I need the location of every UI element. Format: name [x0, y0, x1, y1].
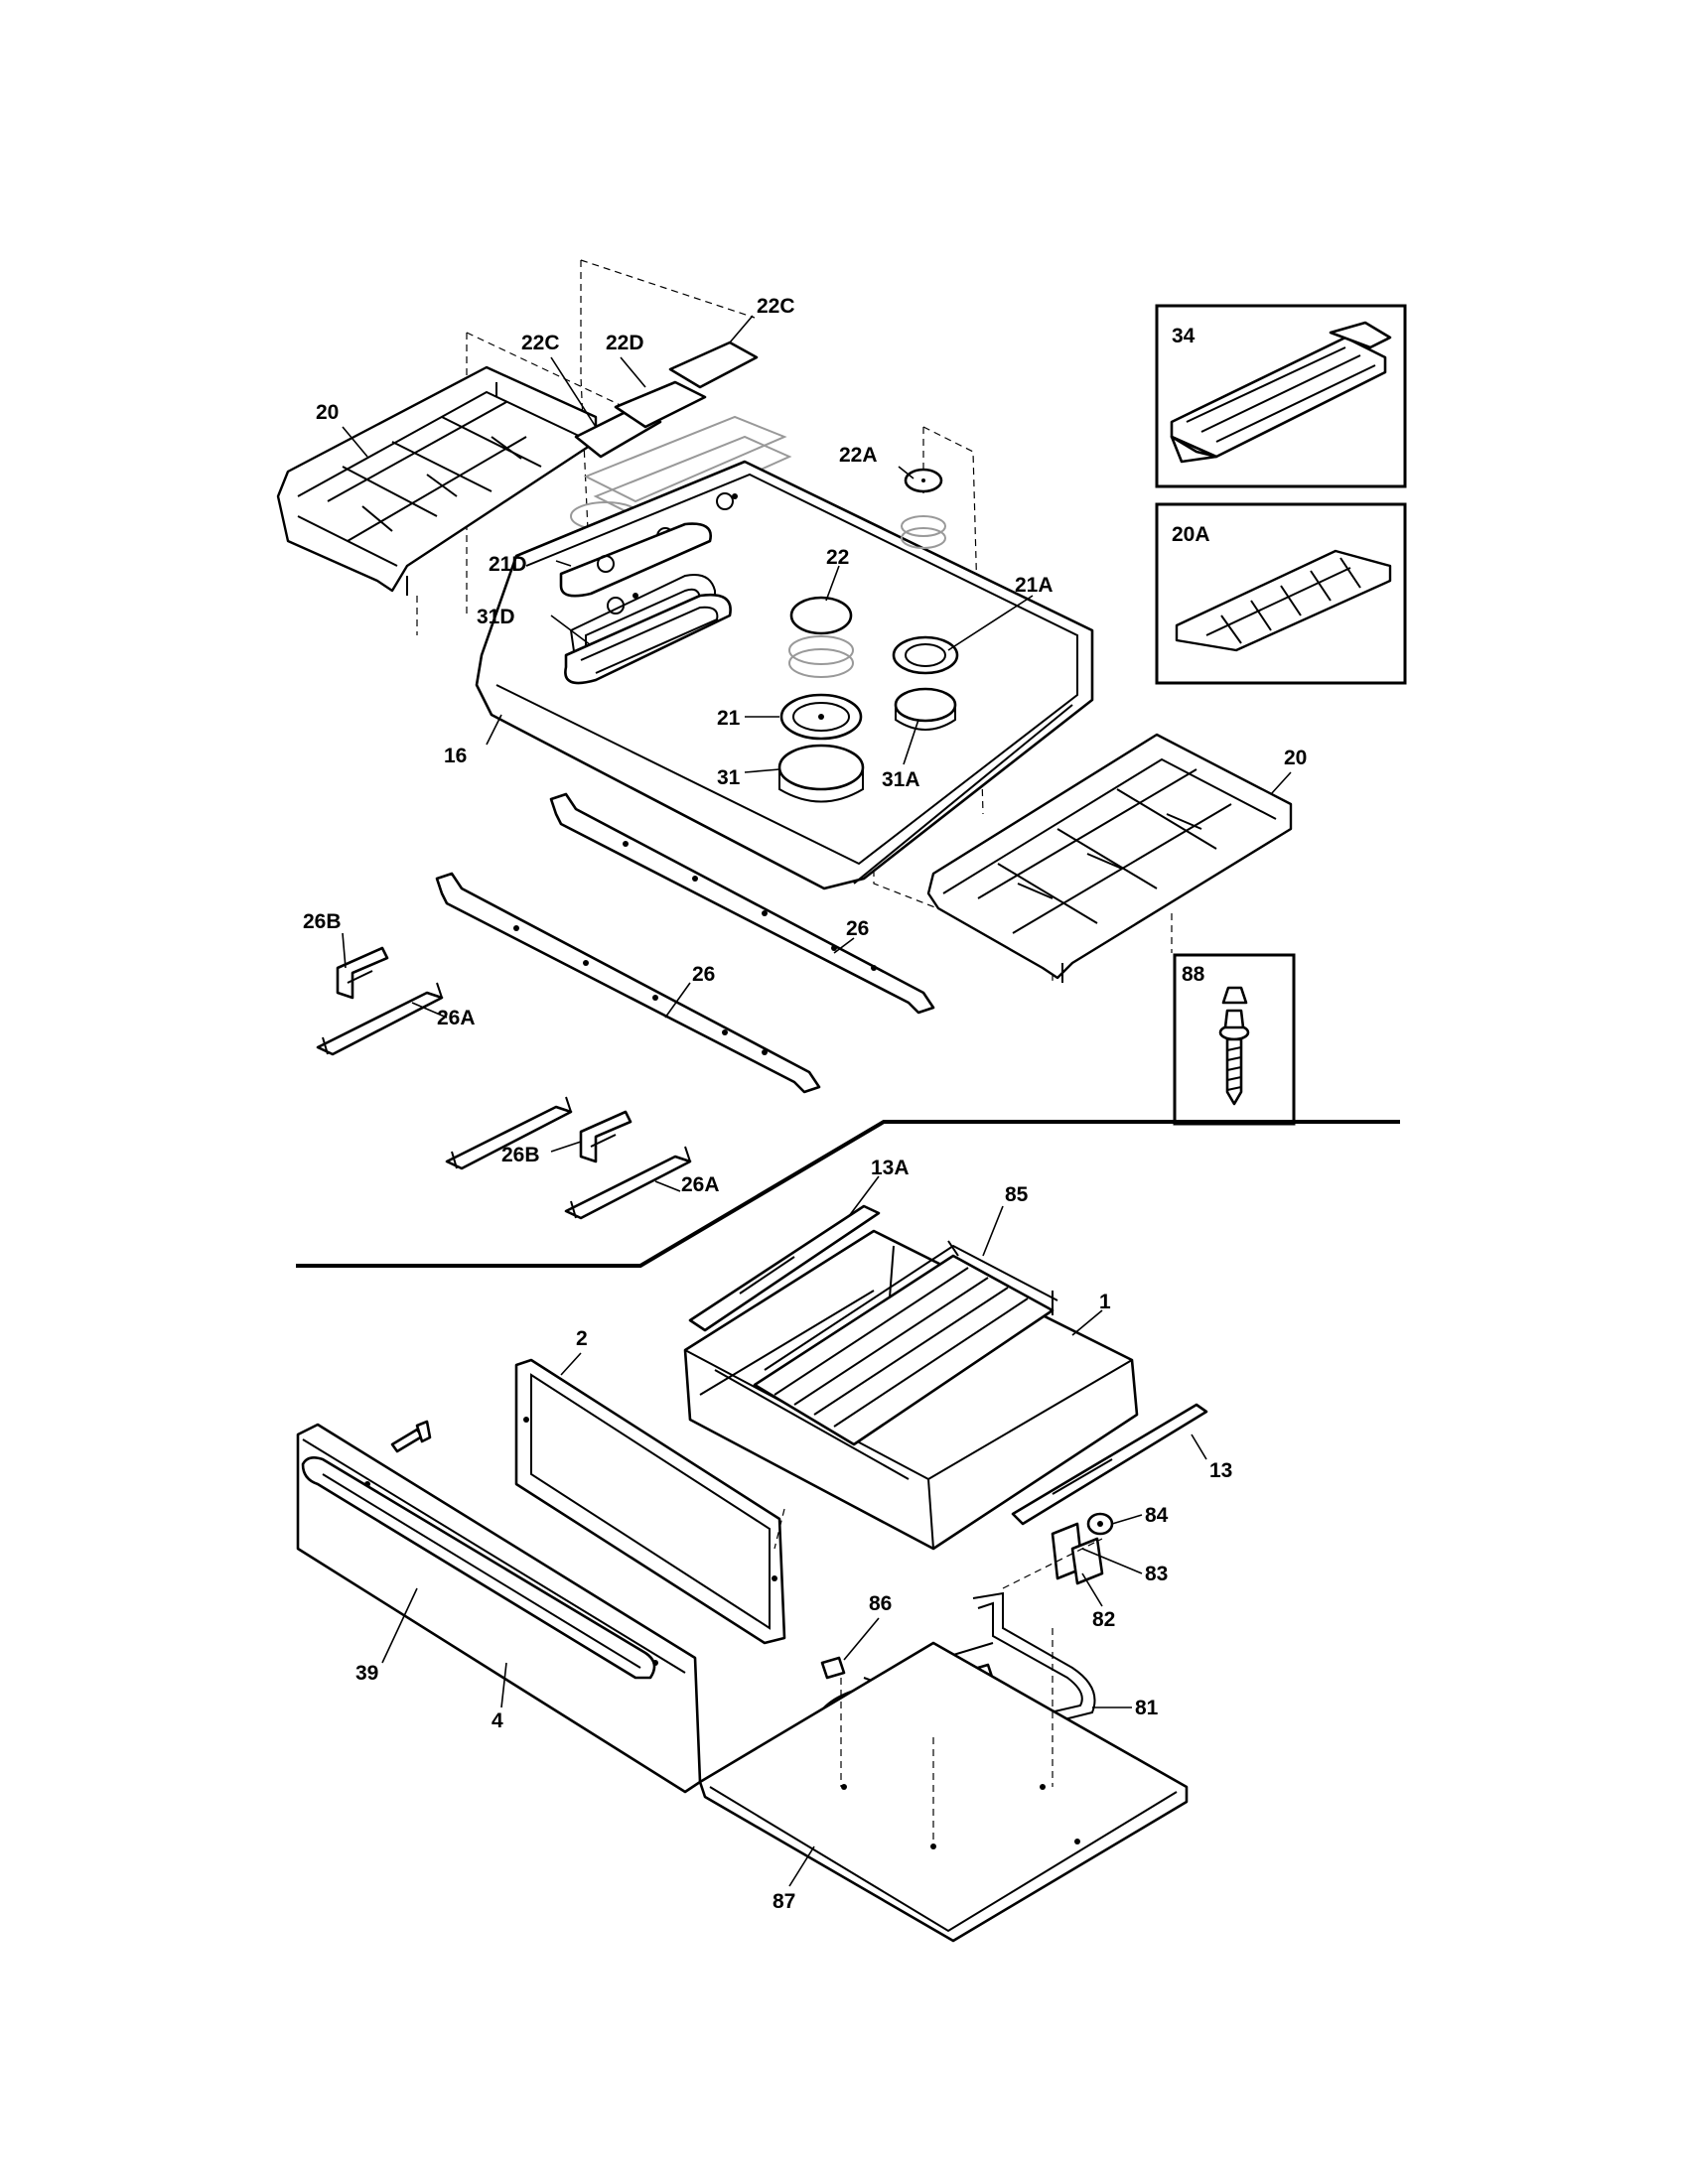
inset-small-grate-box: [1155, 502, 1407, 685]
inset-griddle-box: [1155, 304, 1407, 488]
part-labels: 20 22C 22D 22C 34 22A 21D 22 21A 20A 31D…: [303, 295, 1307, 1913]
label-26A-top: 26A: [437, 1007, 476, 1029]
label-1: 1: [1099, 1291, 1111, 1313]
label-26B-top: 26B: [303, 910, 342, 933]
label-22C-left: 22C: [521, 332, 560, 354]
label-39: 39: [355, 1662, 378, 1685]
igniter-84: [1086, 1512, 1114, 1536]
oval-burner-ring-21D: [559, 522, 712, 598]
clip-26B-bottom: [579, 1110, 633, 1163]
drawer-slide-13: [1011, 1403, 1208, 1526]
section-separator-line: [296, 1120, 1400, 1268]
leader-lines: [342, 315, 1292, 1887]
label-86: 86: [869, 1592, 892, 1615]
label-21A: 21A: [1015, 574, 1054, 597]
label-22C-right: 22C: [757, 295, 795, 318]
drawer-bottom-pan: [698, 1641, 1189, 1943]
front-burner-set: [777, 596, 865, 803]
label-26-lower: 26: [692, 963, 715, 986]
burner-support-bracket-lower: [435, 872, 821, 1094]
label-31D: 31D: [477, 606, 515, 628]
label-26-upper: 26: [846, 917, 869, 940]
label-22: 22: [826, 546, 849, 569]
label-84: 84: [1145, 1504, 1169, 1527]
label-87: 87: [773, 1890, 795, 1913]
label-81: 81: [1135, 1697, 1159, 1719]
bracket-26A-top: [316, 982, 444, 1056]
drawer-screw: [390, 1420, 432, 1453]
label-26A-bottom: 26A: [681, 1173, 720, 1196]
label-83: 83: [1145, 1563, 1168, 1585]
label-88: 88: [1182, 963, 1205, 986]
burner-caps-top: [570, 341, 792, 531]
label-82: 82: [1092, 1608, 1115, 1631]
label-22D: 22D: [606, 332, 644, 354]
label-34: 34: [1172, 325, 1196, 347]
left-burner-grate: [276, 365, 598, 596]
inset-screw-box: [1173, 953, 1296, 1126]
oval-drip-ring-31D: [564, 593, 732, 685]
label-85: 85: [1005, 1183, 1029, 1206]
drawer-inner-panel: [514, 1358, 786, 1645]
label-20A: 20A: [1172, 523, 1210, 546]
drawer-handle: [301, 1456, 656, 1680]
label-20-right: 20: [1284, 747, 1307, 769]
rear-burner-set: [892, 468, 959, 731]
broiler-rack: [753, 1240, 1058, 1446]
clip-86-left: [820, 1656, 846, 1680]
label-2: 2: [576, 1327, 588, 1350]
label-21: 21: [717, 707, 741, 730]
label-20-left: 20: [316, 401, 339, 424]
label-16: 16: [444, 745, 467, 767]
label-26B-bottom: 26B: [501, 1144, 540, 1166]
label-13: 13: [1209, 1459, 1232, 1482]
lower-alignment-dashed-lines: [774, 1508, 1103, 1846]
label-21D: 21D: [489, 553, 527, 576]
clip-26B-top: [336, 946, 389, 1000]
burner-support-bracket-upper: [549, 792, 935, 1015]
label-4: 4: [492, 1709, 503, 1732]
label-31A: 31A: [882, 768, 920, 791]
label-22A: 22A: [839, 444, 878, 467]
bracket-26A-middle: [445, 1096, 573, 1170]
bracket-26A-bottom: [564, 1146, 692, 1220]
right-burner-grate: [926, 733, 1293, 983]
label-31: 31: [717, 766, 741, 789]
label-13A: 13A: [871, 1157, 910, 1179]
drawer-slide-13A: [688, 1204, 881, 1332]
